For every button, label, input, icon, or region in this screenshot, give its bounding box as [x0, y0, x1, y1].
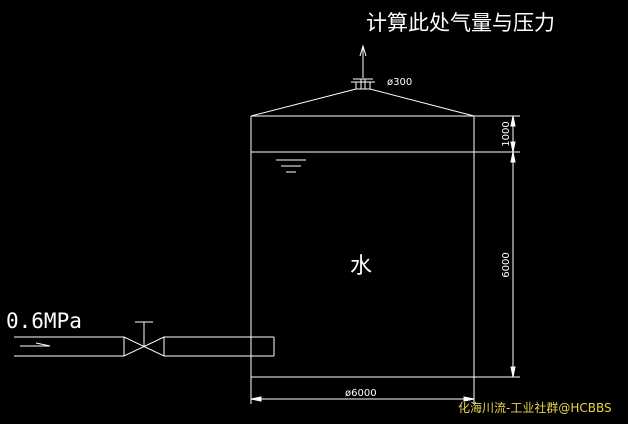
right-dimensions — [474, 115, 520, 378]
title-text: 计算此处气量与压力 — [366, 11, 555, 35]
tank-roof — [250, 88, 475, 117]
tank-water-label: 水 — [350, 254, 372, 279]
nozzle-dim-label: ø300 — [387, 77, 412, 88]
water-level-symbol — [276, 159, 306, 173]
height-water-dim-label: 6000 — [501, 252, 512, 277]
inlet-pressure-label: 0.6MPa — [6, 309, 82, 333]
diameter-dimension — [250, 377, 475, 404]
diameter-dim-label: ø6000 — [345, 388, 377, 399]
vent-arrow — [359, 44, 367, 78]
valve-symbol — [123, 321, 165, 357]
tank-body — [250, 115, 475, 378]
height-top-dim-label: 1000 — [501, 121, 512, 146]
flow-arrow — [20, 342, 51, 347]
watermark-text: 化海川流-工业社群@HCBBS — [458, 400, 612, 415]
top-nozzle — [351, 78, 375, 89]
